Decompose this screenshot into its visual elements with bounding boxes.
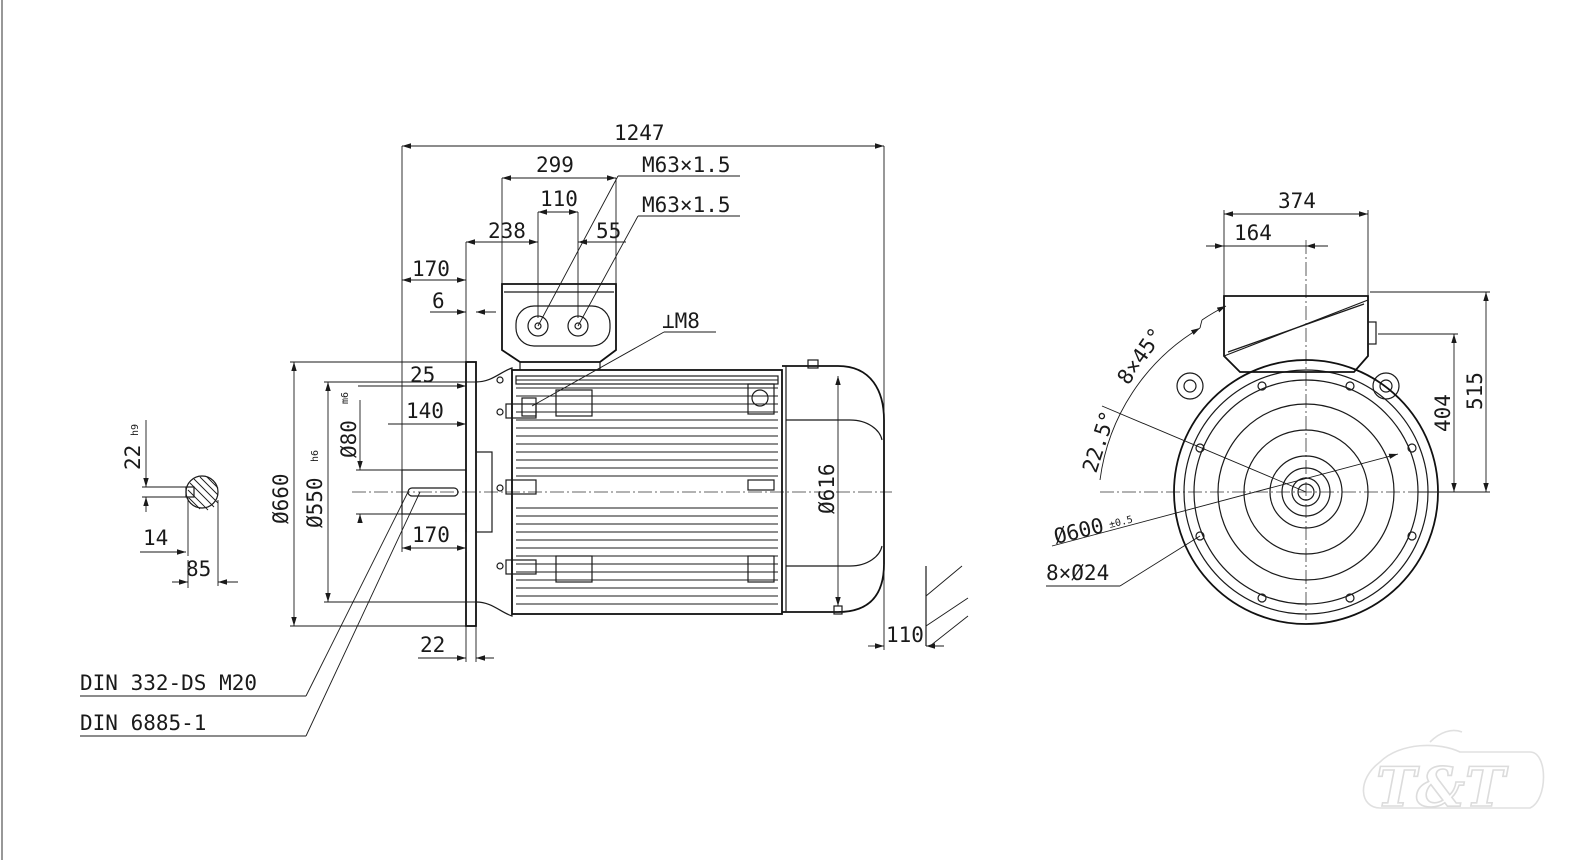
- overall-height-label: 515: [1463, 372, 1487, 410]
- key-depth-label: 14: [143, 526, 168, 550]
- watermark-logo: T&T: [1362, 729, 1545, 820]
- fan-cowl: [782, 365, 885, 613]
- entry-pitch-label: 110: [540, 187, 578, 211]
- shaft-diameter-label: Ø80: [337, 420, 361, 458]
- pcd-label: Ø600: [1051, 513, 1106, 549]
- pcd-tolerance: ±0.5: [1108, 514, 1134, 531]
- flange-spigot: [475, 451, 493, 533]
- key-width-tolerance: h9: [130, 424, 141, 436]
- shaft-section-view: 22 h9 14 85: [121, 420, 238, 588]
- center-hole-label: DIN 332-DS M20: [80, 671, 257, 695]
- overall-length-label: 1247: [614, 121, 665, 145]
- end-view: 374 164 404 515 8×45° 22.5° Ø600 ±0.5 8×…: [1046, 189, 1490, 625]
- terminal-box-length-label: 299: [536, 153, 574, 177]
- cooling-fins: [516, 379, 778, 605]
- key-offset-label: 25: [410, 363, 435, 387]
- flange-thickness-label: 22: [420, 633, 445, 657]
- box-width-label: 374: [1278, 189, 1316, 213]
- terminal-box: [501, 283, 617, 363]
- cable-entry-1-label: M63×1.5: [642, 153, 731, 177]
- foot-height-label: 110: [886, 623, 924, 647]
- box-height-label: 404: [1431, 394, 1455, 432]
- shaft-section-circle: [185, 475, 219, 509]
- holes-label: 8×Ø24: [1046, 561, 1109, 585]
- motor-frame: [511, 369, 783, 615]
- shaft-length-label: 170: [412, 257, 450, 281]
- spigot-tolerance: h6: [310, 450, 321, 462]
- terminal-box-gland-plate: [515, 305, 611, 347]
- box-offset-label: 238: [488, 219, 526, 243]
- side-view: 1247 299 110 238 55 M63×1.5 M63×1.5 ⊥M8 …: [80, 121, 969, 737]
- box-offset-end-label: 164: [1234, 221, 1272, 245]
- key-length-label: 140: [406, 399, 444, 423]
- shaft-height-label: 85: [186, 557, 211, 581]
- shaft-length-lower-label: 170: [412, 523, 450, 547]
- bolt-holes: [1195, 381, 1417, 603]
- hole-angle-label: 8×45°: [1112, 323, 1168, 389]
- key-width-label: 22: [121, 445, 145, 470]
- watermark-text: T&T: [1376, 755, 1509, 819]
- frame-diameter-label: Ø616: [815, 463, 839, 514]
- key-standard-label: DIN 6885-1: [80, 711, 206, 735]
- spigot-diameter-label: Ø550: [303, 477, 327, 528]
- flange-diameter-label: Ø660: [269, 473, 293, 524]
- shaft-end: [401, 469, 467, 515]
- cable-entry-2-label: M63×1.5: [642, 193, 731, 217]
- shaft-tolerance: m6: [340, 392, 351, 404]
- flange-gap-label: 6: [432, 289, 445, 313]
- hole-offset-angle-label: 22.5°: [1078, 408, 1120, 476]
- mounting-flange: [465, 361, 477, 627]
- entry-offset-label: 55: [596, 219, 621, 243]
- earth-terminal-label: ⊥M8: [662, 309, 700, 333]
